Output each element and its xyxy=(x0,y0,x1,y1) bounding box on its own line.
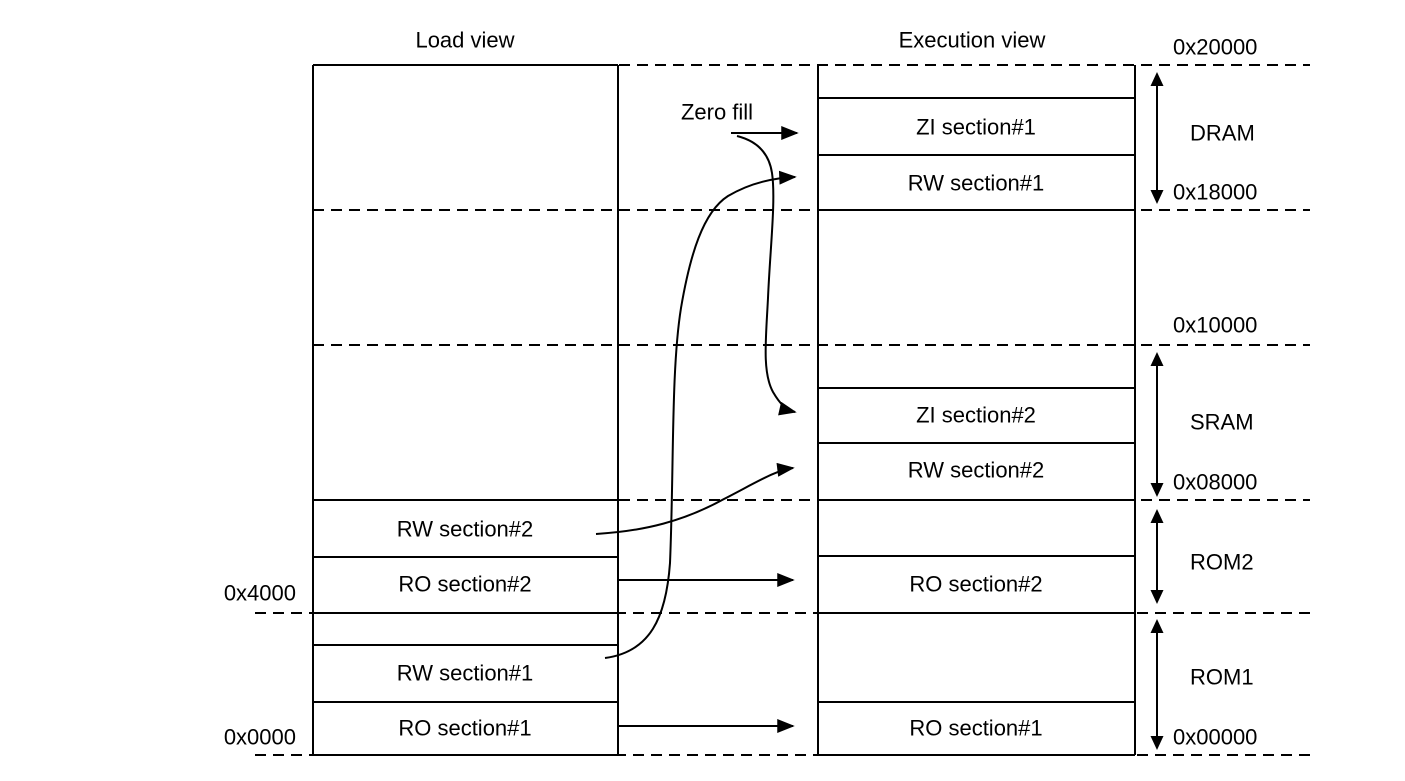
load-section-rw2-label: RW section#2 xyxy=(397,517,534,542)
execution-view-box xyxy=(817,65,1136,756)
execution-view-section-labels: ZI section#1 RW section#1 ZI section#2 R… xyxy=(908,115,1045,741)
sram-arrow-top-head xyxy=(1150,352,1164,366)
rom2-arrow-bottom-head xyxy=(1150,590,1164,604)
exec-section-rw2-label: RW section#2 xyxy=(908,458,1045,483)
dram-arrow-bottom-head xyxy=(1150,190,1164,204)
dram-extent-arrow xyxy=(1150,72,1164,204)
left-address-labels: 0x4000 0x0000 xyxy=(224,581,296,750)
zero-fill-to-zi2-curve xyxy=(736,135,797,416)
address-label-0x0000: 0x0000 xyxy=(224,725,296,750)
zero-fill-label: Zero fill xyxy=(681,100,753,125)
exec-section-rw1-label: RW section#1 xyxy=(908,171,1045,196)
region-label-rom1: ROM1 xyxy=(1190,665,1254,690)
address-label-0x10000: 0x10000 xyxy=(1173,313,1257,338)
load-section-ro2-label: RO section#2 xyxy=(398,572,531,597)
sram-extent-arrow xyxy=(1150,352,1164,497)
load-section-ro1-label: RO section#1 xyxy=(398,716,531,741)
dram-arrow-top-head xyxy=(1150,72,1164,86)
address-label-0x20000: 0x20000 xyxy=(1173,35,1257,60)
region-extent-arrows xyxy=(1150,72,1164,750)
load-section-rw1-label: RW section#1 xyxy=(397,661,534,686)
region-label-sram: SRAM xyxy=(1190,410,1254,435)
address-label-0x00000: 0x00000 xyxy=(1173,725,1257,750)
address-boundary-lines xyxy=(255,64,1310,756)
sram-arrow-bottom-head xyxy=(1150,483,1164,497)
load-rw2-to-exec-rw2-curve xyxy=(595,462,795,535)
load-rw1-to-exec-rw1-curve xyxy=(604,170,797,659)
exec-section-zi2-label: ZI section#2 xyxy=(916,403,1036,428)
load-view-section-labels: RW section#2 RO section#2 RW section#1 R… xyxy=(397,517,534,741)
region-label-dram: DRAM xyxy=(1190,121,1255,146)
rom1-arrow-top-head xyxy=(1150,619,1164,633)
address-label-0x4000: 0x4000 xyxy=(224,581,296,606)
address-label-0x18000: 0x18000 xyxy=(1173,180,1257,205)
rom2-arrow-top-head xyxy=(1150,509,1164,523)
rom1-extent-arrow xyxy=(1150,619,1164,750)
rom1-arrow-bottom-head xyxy=(1150,736,1164,750)
exec-section-ro1-label: RO section#1 xyxy=(909,716,1042,741)
region-label-rom2: ROM2 xyxy=(1190,550,1254,575)
titles: Load view Execution view Zero fill xyxy=(415,28,1045,125)
rom2-extent-arrow xyxy=(1150,509,1164,604)
address-label-0x08000: 0x08000 xyxy=(1173,470,1257,495)
mapping-arrows xyxy=(595,126,799,733)
exec-section-ro2-label: RO section#2 xyxy=(909,572,1042,597)
execution-view-title: Execution view xyxy=(899,28,1046,53)
exec-section-zi1-label: ZI section#1 xyxy=(916,115,1036,140)
right-address-labels: 0x20000 0x18000 0x10000 0x08000 0x00000 xyxy=(1173,35,1257,750)
memory-region-labels: DRAM SRAM ROM2 ROM1 xyxy=(1190,121,1255,690)
load-view-title: Load view xyxy=(415,28,514,53)
load-view-box xyxy=(312,64,619,756)
